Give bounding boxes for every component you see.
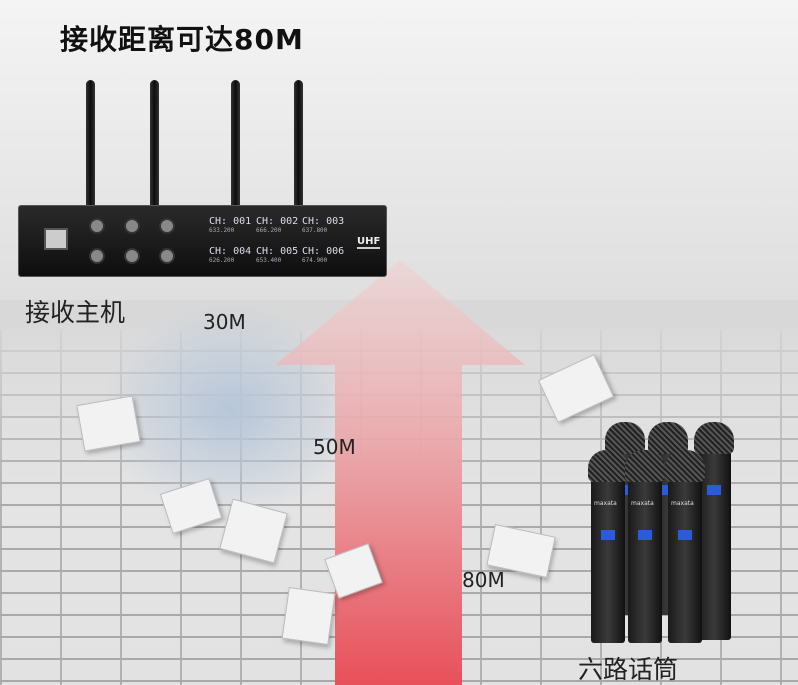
microphone: maxata [665,450,705,643]
volume-knob [159,248,175,264]
volume-knob [159,218,175,234]
volume-knob [89,218,105,234]
brick-fragment [281,586,336,646]
brick-fragment [76,395,141,452]
antenna [231,80,240,210]
distance-80m: 80M [462,568,505,592]
frequency: 666.200 [256,227,282,234]
microphone: maxata [588,450,628,643]
uhf-badge: UHF [357,236,381,249]
antenna [86,80,95,210]
mic-brand: maxata [631,500,654,507]
distance-30m: 30M [203,310,246,334]
volume-knob [124,248,140,264]
volume-knob [124,218,140,234]
channel-number: CH: 001 [209,216,252,227]
antenna [294,80,303,210]
mic-brand: maxata [594,500,617,507]
frequency: 674.900 [302,257,328,264]
channel-number: CH: 006 [302,246,345,257]
distance-50m: 50M [313,435,356,459]
mic-brand: maxata [671,500,694,507]
microphone [694,422,734,640]
frequency: 653.400 [256,257,282,264]
receiver-label: 接收主机 [25,298,126,327]
frequency: 637.800 [302,227,328,234]
power-switch [44,228,68,250]
mics-label: 六路话筒 [578,655,679,684]
channel-number: CH: 004 [209,246,252,257]
headline: 接收距离可达80M [60,23,304,56]
channel-number: CH: 005 [256,246,299,257]
channel-number: CH: 003 [302,216,345,227]
volume-knob [89,248,105,264]
microphone: maxata [625,450,665,643]
antenna [150,80,159,210]
channel-number: CH: 002 [256,216,299,227]
frequency: 626.200 [209,257,235,264]
frequency: 633.200 [209,227,235,234]
